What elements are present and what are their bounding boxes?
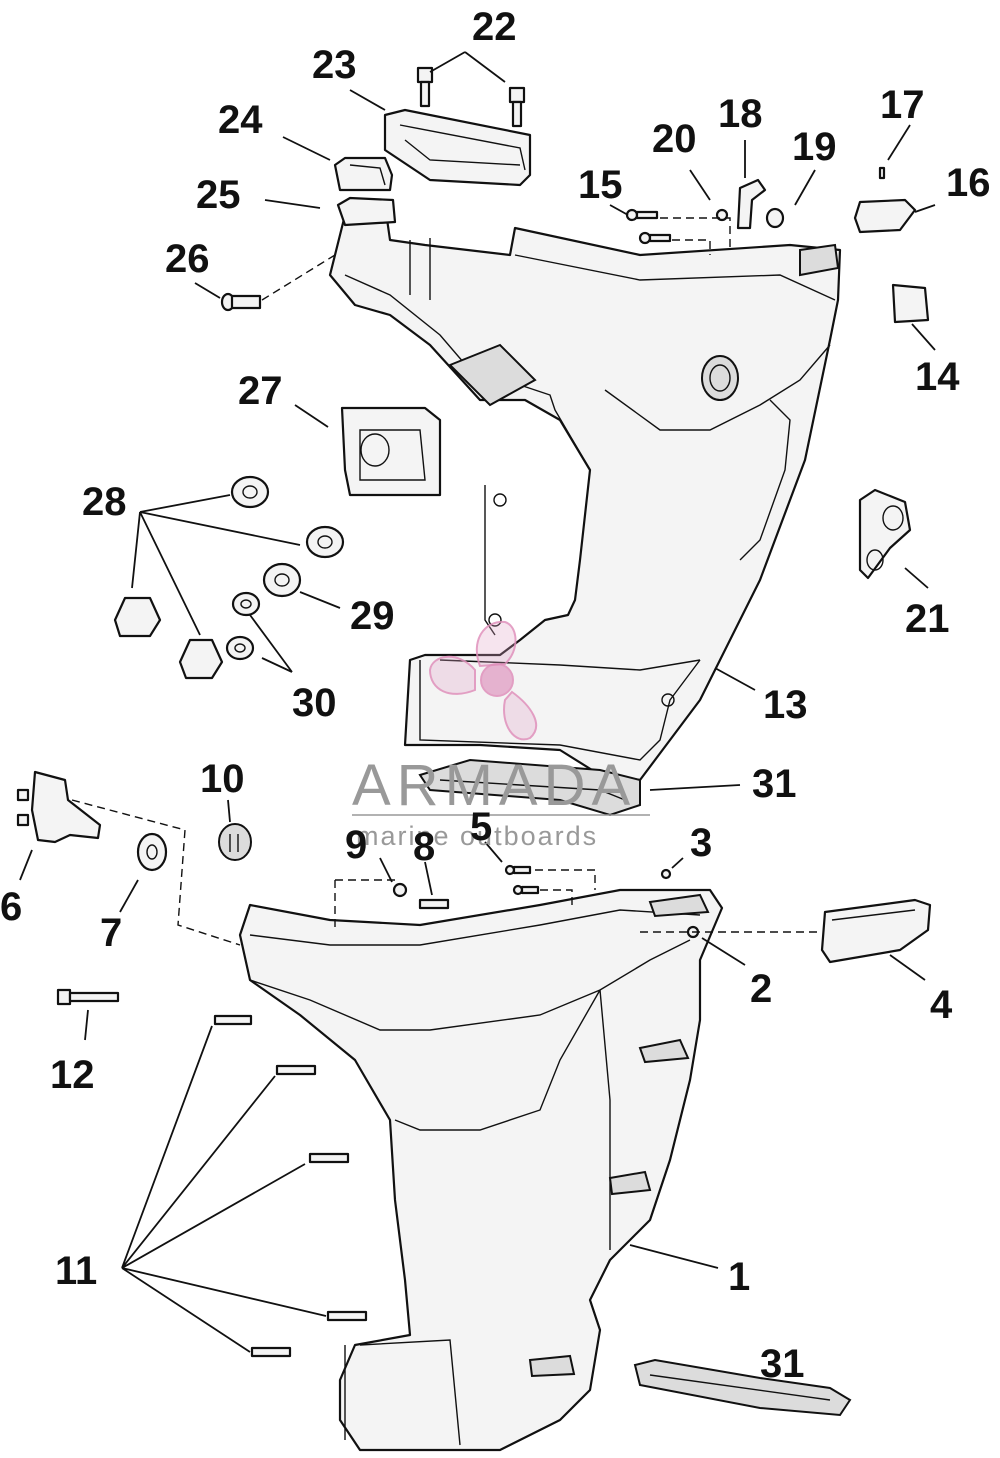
- trim-strip-part-31-upper: [418, 758, 641, 817]
- screws-part-15: [625, 208, 672, 245]
- callout-16: 16: [946, 161, 991, 205]
- screw-part-12: [56, 988, 120, 1006]
- watermark-logo: ARMADA marine outboards: [352, 620, 650, 851]
- latch-handle-part-16: [853, 198, 917, 234]
- callout-5: 5: [470, 805, 492, 849]
- grommets-part-28: [113, 475, 345, 680]
- callout-23: 23: [312, 43, 357, 87]
- callout-6: 6: [0, 885, 22, 929]
- screws-part-11: [213, 1014, 368, 1358]
- callout-10: 10: [200, 757, 245, 801]
- callout-14: 14: [915, 355, 960, 399]
- callout-29: 29: [350, 594, 395, 638]
- callout-30: 30: [292, 681, 337, 725]
- callout-31-lower: 31: [760, 1342, 805, 1386]
- callout-31-upper: 31: [752, 762, 797, 806]
- watermark-tagline: marine outboards: [356, 821, 598, 851]
- callout-labels: 1 2 3 4 5 6 7 8 9 10 11 12 13 14 15 16 1…: [0, 5, 991, 1386]
- callout-11: 11: [55, 1249, 97, 1293]
- callout-21: 21: [905, 597, 950, 641]
- clip-part-25: [336, 196, 397, 227]
- callout-4: 4: [930, 983, 953, 1027]
- callout-27: 27: [238, 369, 283, 413]
- callout-28: 28: [82, 480, 127, 524]
- callout-19: 19: [792, 125, 837, 169]
- callout-3: 3: [690, 821, 712, 865]
- connector-part-6: [16, 770, 102, 844]
- bracket-part-23: [383, 108, 532, 187]
- trim-strip-part-31-lower: [633, 1358, 852, 1417]
- washers-part-30: [225, 591, 261, 661]
- callout-12: 12: [50, 1053, 95, 1097]
- callout-15: 15: [578, 163, 623, 207]
- callout-25: 25: [196, 173, 241, 217]
- watermark-brand: ARMADA: [352, 753, 636, 818]
- callout-9: 9: [345, 823, 367, 867]
- bushings-part-29: [262, 562, 302, 598]
- hook-part-18: [736, 178, 767, 230]
- screws-part-5: [504, 864, 540, 896]
- bushing-part-7: [136, 832, 168, 872]
- leader-lines: [19, 51, 936, 1353]
- screw-part-8: [418, 898, 450, 910]
- upper-cowl-part-13: [328, 203, 842, 782]
- trim-cover-part-4: [820, 898, 932, 964]
- grommet-part-21: [858, 488, 912, 580]
- cover-part-27: [340, 406, 442, 497]
- screw-part-26: [220, 292, 262, 312]
- latch-part-14: [891, 283, 930, 324]
- callout-22: 22: [472, 5, 517, 49]
- nut-part-3: [660, 868, 672, 880]
- callout-13: 13: [763, 683, 808, 727]
- pin-part-17: [878, 166, 886, 180]
- callout-24: 24: [218, 98, 263, 142]
- callout-1: 1: [728, 1255, 750, 1299]
- assembly-dashed-lines: [71, 217, 820, 946]
- callout-17: 17: [880, 83, 925, 127]
- callout-18: 18: [718, 92, 763, 136]
- clip-part-24: [333, 156, 394, 192]
- plug-part-10: [218, 823, 252, 861]
- washer-part-9: [392, 882, 408, 898]
- callout-7: 7: [100, 911, 122, 955]
- bolts-part-22: [416, 66, 526, 128]
- callout-8: 8: [413, 825, 435, 869]
- clip-part-19: [765, 207, 785, 229]
- callout-2: 2: [750, 967, 772, 1011]
- callout-20: 20: [652, 117, 697, 161]
- callout-26: 26: [165, 237, 210, 281]
